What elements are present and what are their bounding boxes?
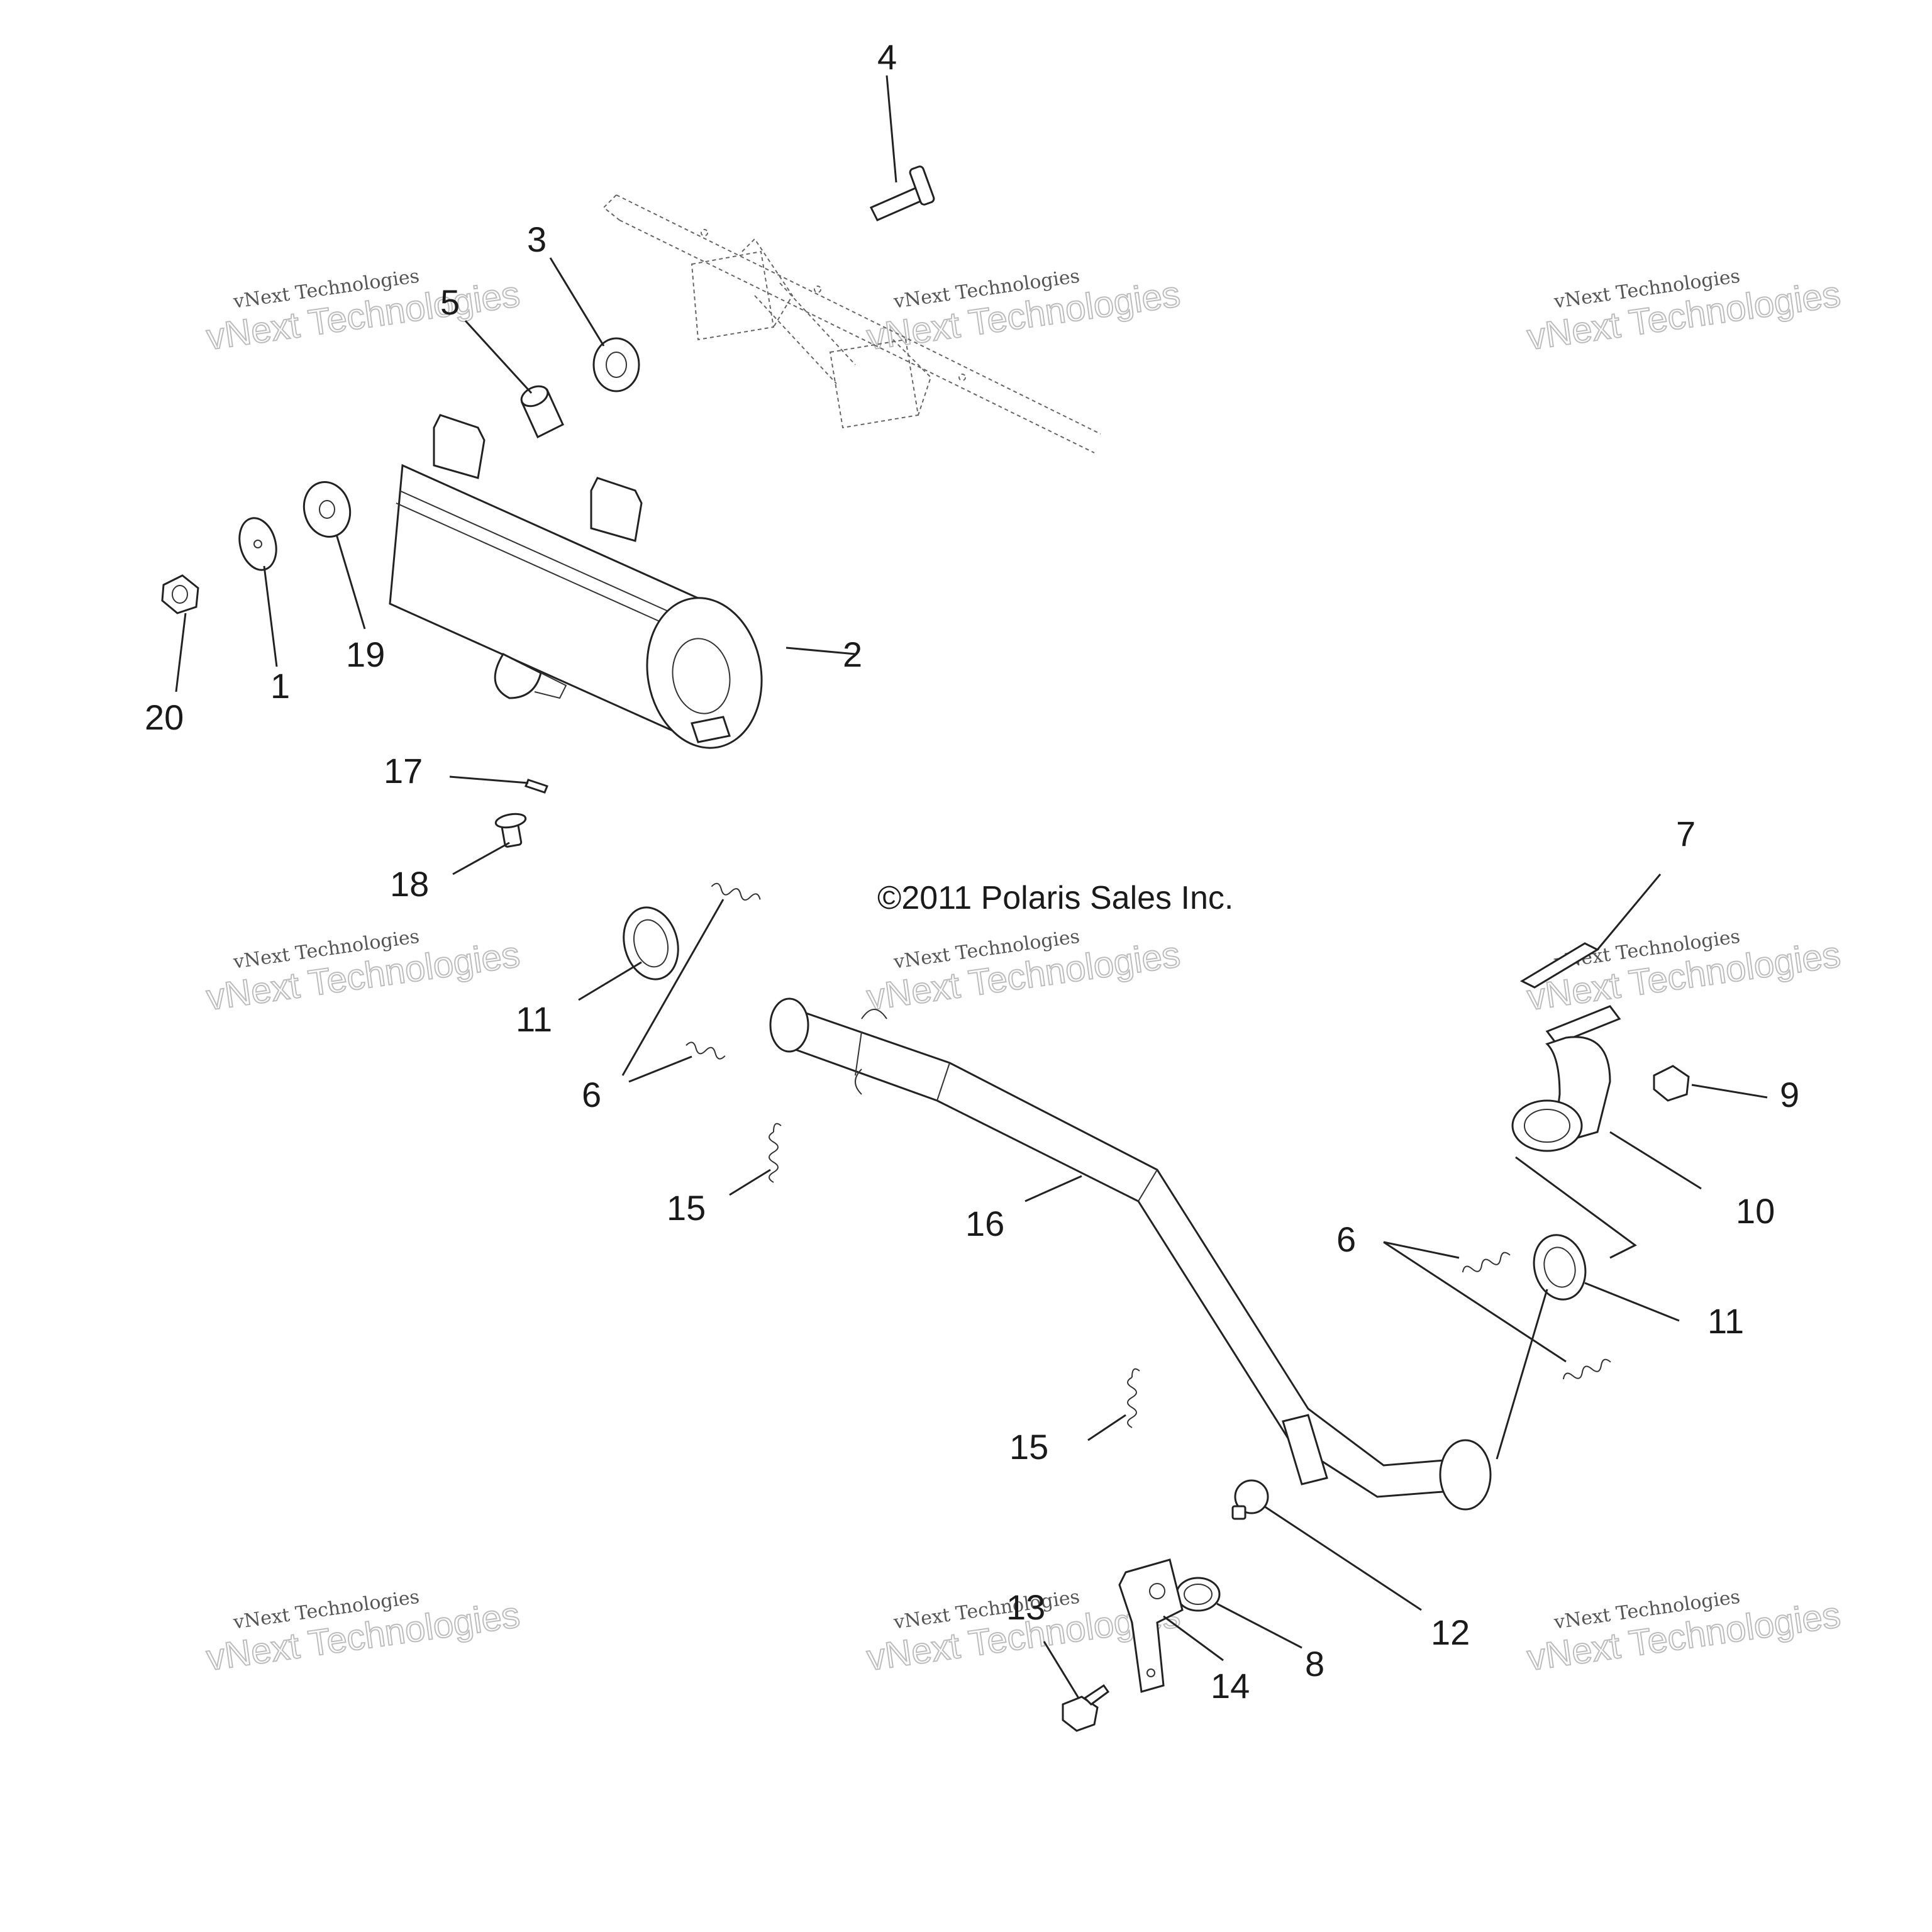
- watermark-mid-center: vNext Technologies vNext Technologies: [863, 926, 1183, 1019]
- callout-7: 7: [1676, 814, 1696, 853]
- bolt-part: [869, 165, 935, 221]
- hex-bolt-part: [1062, 1684, 1110, 1732]
- callout-16: 16: [965, 1204, 1004, 1243]
- watermark-top-right: vNext Technologies vNext Technologies: [1524, 265, 1843, 358]
- leader-lines: [175, 75, 1768, 1699]
- callout-12: 12: [1431, 1613, 1470, 1652]
- callout-2: 2: [843, 635, 862, 674]
- watermark-mid-left: vNext Technologies vNext Technologies: [203, 926, 523, 1019]
- ring-washer-part: [1175, 1577, 1221, 1612]
- callout-6-upper: 6: [582, 1075, 601, 1114]
- header-pipe-part: [769, 997, 1492, 1511]
- spring-right-a-part: [1462, 1252, 1511, 1273]
- muffler-part: [389, 414, 763, 749]
- callout-14: 14: [1211, 1666, 1250, 1706]
- callout-15-lower: 15: [1009, 1427, 1048, 1467]
- spring-lower-part: [1127, 1368, 1140, 1428]
- spring-upper-a-part: [711, 882, 761, 901]
- plug-part: [1231, 1479, 1269, 1520]
- callout-18: 18: [390, 864, 429, 904]
- callout-15-left: 15: [667, 1188, 706, 1228]
- watermark-top-center: vNext Technologies vNext Technologies: [863, 265, 1183, 358]
- callout-11-upper: 11: [516, 999, 552, 1039]
- callout-9: 9: [1780, 1075, 1799, 1114]
- washer-part: [238, 517, 277, 571]
- spring-upper-b-part: [686, 1041, 726, 1060]
- callout-3: 3: [527, 219, 547, 259]
- callout-13: 13: [1006, 1587, 1045, 1627]
- watermark-bottom-right: vNext Technologies vNext Technologies: [1524, 1586, 1843, 1679]
- frame-rail-dashed: [602, 194, 1101, 453]
- callout-10: 10: [1736, 1191, 1775, 1231]
- gasket-lower-part: [1533, 1234, 1587, 1301]
- callout-8: 8: [1305, 1644, 1324, 1684]
- grommet-washer-part: [303, 480, 352, 538]
- callout-6-right: 6: [1336, 1219, 1356, 1259]
- pin-part: [525, 779, 548, 794]
- copyright-notice: ©2011 Polaris Sales Inc.: [877, 880, 1233, 916]
- watermark-bottom-left: vNext Technologies vNext Technologies: [203, 1586, 523, 1679]
- flange-nut-part: [1653, 1065, 1690, 1102]
- spring-right-b-part: [1562, 1358, 1611, 1380]
- gasket-upper-part: [623, 906, 679, 980]
- watermark-top-left: vNext Technologies vNext Technologies: [203, 265, 523, 358]
- spring-left-part: [769, 1123, 782, 1183]
- screw-part: [494, 813, 527, 848]
- callout-19: 19: [346, 635, 385, 674]
- sleeve-part: [520, 385, 564, 439]
- callout-labels: 4 3 5 2 20 1 19 17 18 11 6 15 16 7 9 10 …: [145, 37, 1799, 1706]
- callout-1: 1: [270, 666, 290, 706]
- bracket-part: [1118, 1558, 1184, 1693]
- elbow-pipe-part: [1511, 1005, 1621, 1152]
- callout-4: 4: [877, 37, 897, 77]
- callout-11-lower: 11: [1707, 1301, 1744, 1341]
- callout-17: 17: [384, 751, 423, 791]
- nut-part: [161, 574, 199, 614]
- callout-20: 20: [145, 697, 184, 737]
- grommet-part: [592, 337, 640, 392]
- callout-5: 5: [440, 282, 460, 322]
